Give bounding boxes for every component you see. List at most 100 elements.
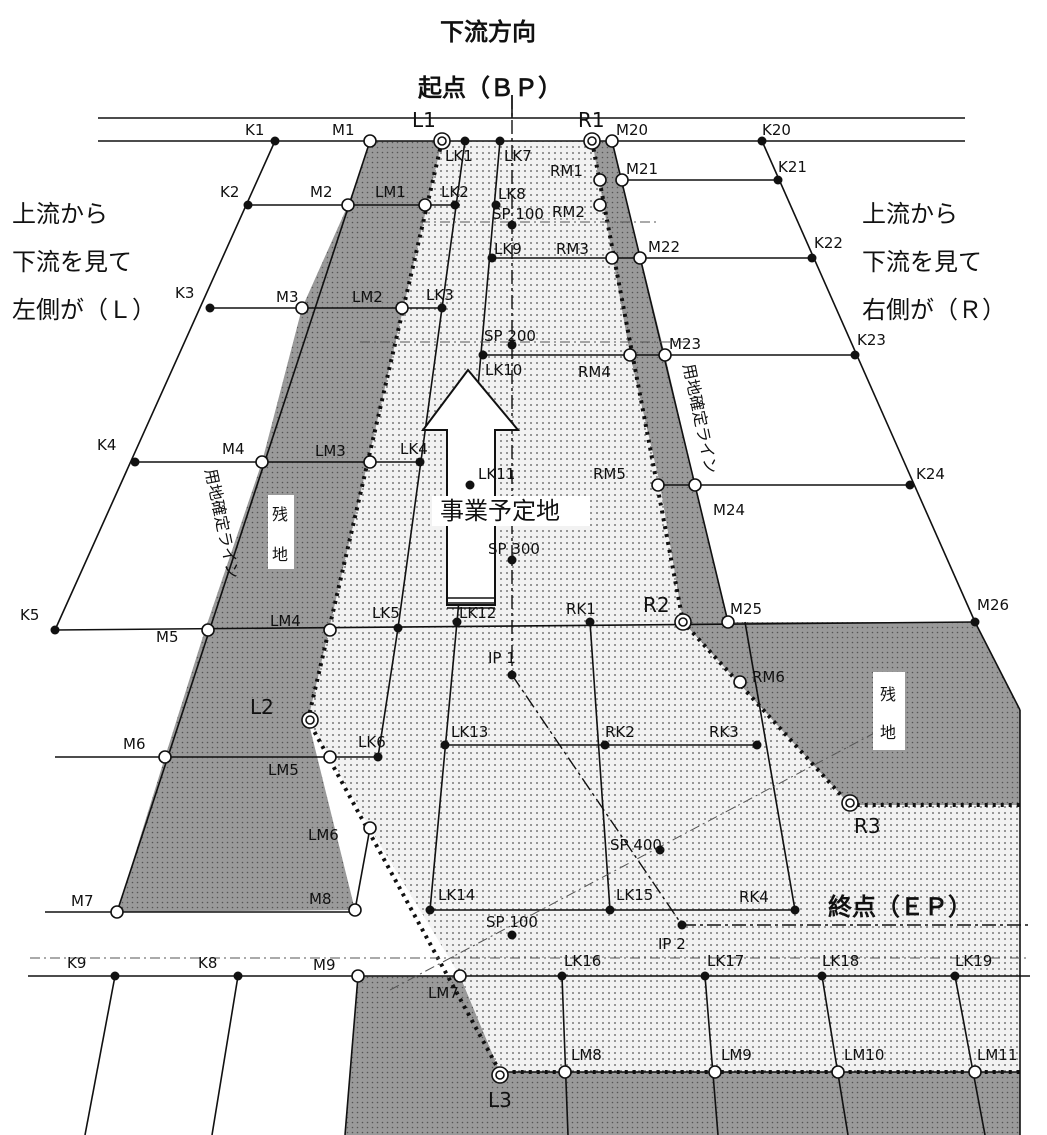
right-side-line2: 下流を見て	[862, 248, 982, 276]
label-rm6: RM6	[752, 668, 785, 686]
point-l2	[301, 711, 319, 729]
point-rk1	[585, 617, 595, 627]
point-lm4	[323, 623, 337, 637]
point-rm2	[593, 198, 607, 212]
label-lk11: LK11	[478, 465, 515, 483]
label-l2: L2	[250, 695, 274, 719]
point-m6	[158, 750, 172, 764]
point-lk1	[460, 136, 470, 146]
point-lk15	[605, 905, 615, 915]
point-r1	[583, 132, 601, 150]
point-rk3	[752, 740, 762, 750]
point-lk19	[950, 971, 960, 981]
point-k3	[205, 303, 215, 313]
point-m7	[110, 905, 124, 919]
label-sp200: SP 200	[484, 327, 536, 345]
point-lk7	[495, 136, 505, 146]
label-lk3: LK3	[426, 286, 454, 304]
point-lk10	[478, 350, 488, 360]
label-m26: M26	[977, 596, 1009, 614]
label-m8: M8	[309, 890, 332, 908]
point-m20	[605, 134, 619, 148]
point-lk4	[415, 457, 425, 467]
point-lk2	[450, 200, 460, 210]
label-m25: M25	[730, 600, 762, 618]
point-lm6	[363, 821, 377, 835]
point-sp100	[507, 220, 517, 230]
label-lk2: LK2	[441, 183, 469, 201]
label-lk13: LK13	[451, 723, 488, 741]
point-lk16	[557, 971, 567, 981]
label-sp100b: SP 100	[486, 913, 538, 931]
project-area	[308, 141, 1020, 1072]
point-rm3	[605, 251, 619, 265]
label-k1: K1	[245, 121, 264, 139]
point-m21	[615, 173, 629, 187]
label-m7: M7	[71, 892, 94, 910]
guide-lines	[30, 221, 1030, 991]
point-k23	[850, 350, 860, 360]
centre-line	[511, 95, 1030, 926]
label-k9: K9	[67, 954, 86, 972]
label-k2: K2	[220, 183, 239, 201]
label-lk16: LK16	[564, 952, 601, 970]
point-k5	[50, 625, 60, 635]
point-k2	[243, 200, 253, 210]
label-rk1: RK1	[566, 600, 596, 618]
left-side-line1: 上流から	[12, 200, 108, 228]
label-k23: K23	[857, 331, 886, 349]
point-sp200	[507, 340, 517, 350]
label-k24: K24	[916, 465, 945, 483]
point-k24	[905, 480, 915, 490]
point-k9	[110, 971, 120, 981]
label-lm1: LM1	[375, 183, 406, 201]
point-sp100b	[507, 930, 517, 940]
point-lk11	[465, 480, 475, 490]
label-lk15: LK15	[616, 886, 653, 904]
point-rm4	[623, 348, 637, 362]
point-lm7	[453, 969, 467, 983]
label-lk6: LK6	[358, 733, 386, 751]
label-m2: M2	[310, 183, 333, 201]
label-rk2: RK2	[605, 723, 635, 741]
label-r3: R3	[854, 814, 881, 838]
label-rm2: RM2	[552, 203, 585, 221]
label-rm4: RM4	[578, 363, 611, 381]
label-lk5: LK5	[372, 604, 400, 622]
label-lk19: LK19	[955, 952, 992, 970]
label-lk10: LK10	[485, 361, 522, 379]
point-lm3	[363, 455, 377, 469]
left-side-line3: 左側が（Ｌ）	[12, 296, 156, 324]
survey-lines	[28, 117, 1030, 1135]
point-lk13	[440, 740, 450, 750]
label-m24: M24	[713, 501, 745, 519]
label-lm3: LM3	[315, 442, 346, 460]
point-m22	[633, 251, 647, 265]
label-ip1: IP 1	[488, 649, 516, 667]
label-rm3: RM3	[556, 240, 589, 258]
point-m9	[351, 969, 365, 983]
label-lm11: LM11	[977, 1046, 1017, 1064]
label-rm1: RM1	[550, 162, 583, 180]
right-side-line3: 右側が（Ｒ）	[862, 296, 1006, 324]
point-lm1	[418, 198, 432, 212]
label-l1: L1	[412, 108, 436, 132]
start-point-label: 起点（ＢＰ）	[417, 74, 562, 102]
label-sp300: SP 300	[488, 540, 540, 558]
label-lk9: LK9	[494, 240, 522, 258]
label-lm8: LM8	[571, 1046, 602, 1064]
label-lk7: LK7	[504, 147, 532, 165]
point-lk17	[700, 971, 710, 981]
label-k22: K22	[814, 234, 843, 252]
point-rm6	[733, 675, 747, 689]
point-sp300	[507, 555, 517, 565]
point-k8	[233, 971, 243, 981]
right-residual-label-1: 残	[880, 685, 896, 704]
point-rm1	[593, 173, 607, 187]
point-lm10	[831, 1065, 845, 1079]
point-r3	[841, 794, 859, 812]
right-residual-label-2: 地	[880, 723, 896, 742]
point-l1	[433, 132, 451, 150]
point-rk2	[600, 740, 610, 750]
left-boundary-label: 用地確定ライン	[201, 467, 243, 581]
